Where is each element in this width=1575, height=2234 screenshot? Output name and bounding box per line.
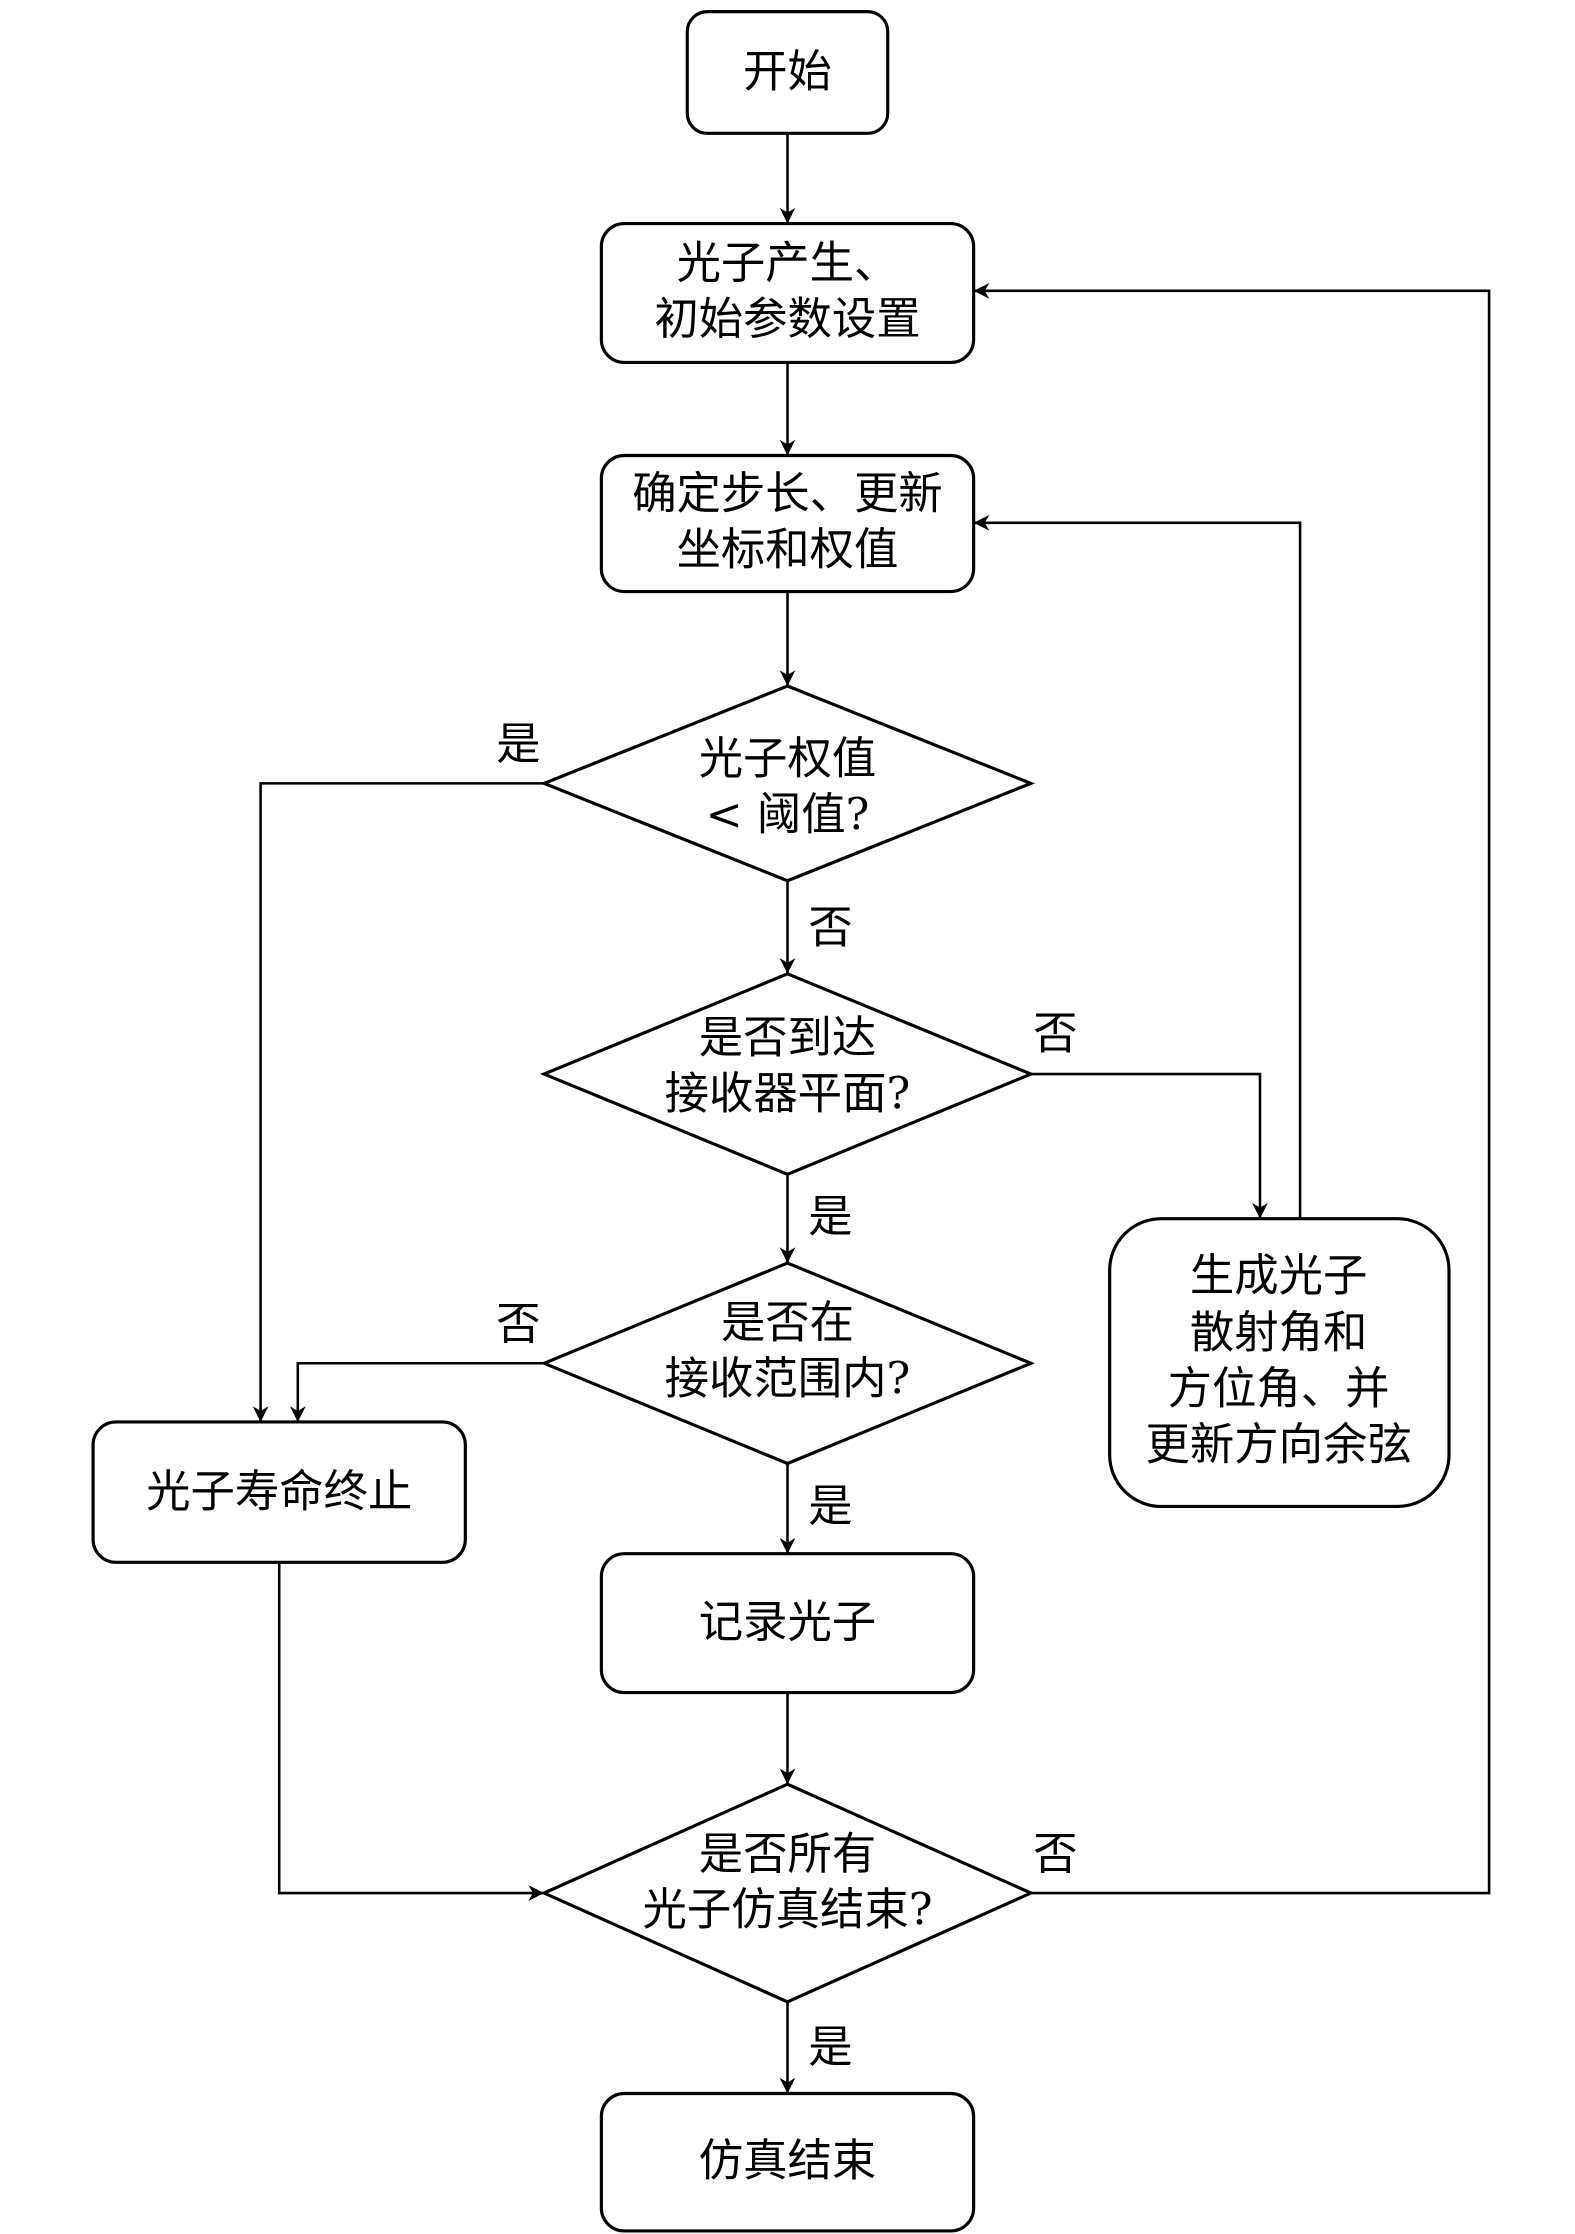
node-label: 坐标和权值 xyxy=(677,525,899,576)
node-label: 生成光子 xyxy=(1190,1250,1368,1301)
node-start-label: 开始 xyxy=(743,46,832,97)
node-label: 散射角和 xyxy=(1190,1308,1368,1359)
node-label: 是否在 xyxy=(721,1298,854,1349)
node-label: 光子仿真结束? xyxy=(642,1885,932,1936)
node-all-done: 是否所有 光子仿真结束? xyxy=(540,1782,1035,2004)
edge-label: 否 xyxy=(1033,1008,1077,1059)
edge-scatter-step xyxy=(973,514,1302,1219)
node-in-range: 是否在 接收范围内? xyxy=(539,1261,1036,1466)
node-label: 方位角、并 xyxy=(1168,1364,1390,1415)
edge-plane-scatter xyxy=(1030,1072,1268,1219)
node-terminate: 光子寿命终止 xyxy=(91,1420,467,1564)
edge-terminate-done xyxy=(277,1562,545,1901)
edge-label: 是 xyxy=(808,2022,852,2073)
edge-range-terminate xyxy=(289,1361,545,1422)
node-record: 记录光子 xyxy=(599,1552,976,1695)
node-label: 光子产生、 xyxy=(677,238,899,289)
node-weight-check: 光子权值 < 阈值? xyxy=(539,684,1036,883)
edge-label: 否 xyxy=(496,1299,540,1350)
node-init: 光子产生、 初始参数设置 xyxy=(599,221,976,365)
node-start: 开始 xyxy=(685,10,890,135)
node-label: 更新方向余弦 xyxy=(1145,1419,1411,1470)
edge-label: 是 xyxy=(808,1192,852,1243)
edge-label: 否 xyxy=(808,903,852,954)
node-step: 确定步长、更新 坐标和权值 xyxy=(599,453,976,594)
edge-label: 是 xyxy=(496,719,540,770)
node-label: 确定步长、更新 xyxy=(632,469,943,520)
node-label: 记录光子 xyxy=(699,1597,876,1648)
edge-label: 是 xyxy=(808,1481,852,1532)
node-label: 是否到达 xyxy=(699,1013,876,1064)
node-label: 仿真结束 xyxy=(699,2135,876,2186)
edge-weight-terminate xyxy=(252,782,545,1422)
node-end: 仿真结束 xyxy=(599,2091,976,2233)
node-label: 光子权值 xyxy=(699,734,876,785)
node-label: 接收范围内? xyxy=(665,1354,911,1405)
edge-labels: 是 否 否 是 否 是 否 是 xyxy=(496,719,1077,2073)
node-label: < 阈值? xyxy=(706,789,870,840)
node-label: 初始参数设置 xyxy=(654,294,920,345)
node-label: 是否所有 xyxy=(699,1829,876,1880)
edge-label: 否 xyxy=(1033,1829,1077,1880)
node-reach-plane: 是否到达 接收器平面? xyxy=(539,972,1036,1176)
edges xyxy=(252,133,1491,2094)
edge-done-init xyxy=(973,282,1491,1895)
node-scatter: 生成光子 散射角和 方位角、并 更新方向余弦 xyxy=(1108,1217,1451,1509)
node-label: 光子寿命终止 xyxy=(146,1467,412,1518)
node-label: 接收器平面? xyxy=(665,1069,911,1120)
